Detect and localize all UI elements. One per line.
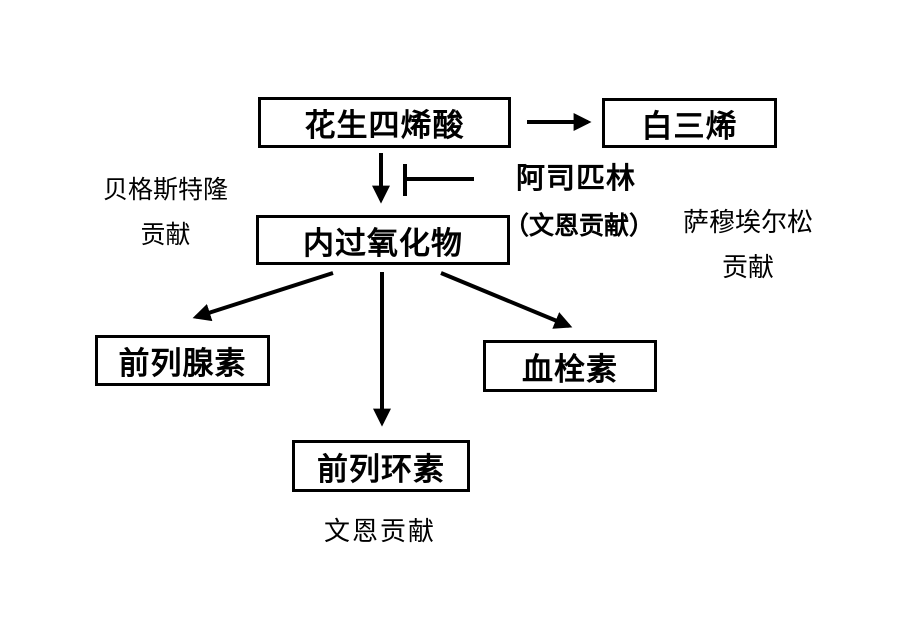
- node-prostaglandin-label: 前列腺素: [118, 346, 247, 381]
- node-prostaglandin: 前列腺素: [95, 335, 270, 386]
- node-prostacyclin-label: 前列环素: [317, 451, 445, 487]
- arrow-endoperoxide-to-prostaglandin: [192, 271, 334, 322]
- node-arachidonic-acid-label: 花生四烯酸: [304, 108, 465, 143]
- arrow-endoperoxide-to-thromboxane: [440, 271, 573, 329]
- node-endoperoxide-label: 内过氧化物: [303, 225, 463, 261]
- label-samuelsson-role: 贡献: [721, 253, 774, 282]
- label-samuelsson-name: 萨穆埃尔松: [682, 208, 813, 237]
- inhibition-tbar: [403, 164, 474, 196]
- node-endoperoxide: 内过氧化物: [256, 215, 510, 265]
- label-bergstrom-name: 贝格斯特隆: [102, 177, 228, 204]
- label-vane-contribution-bottom: 文恩贡献: [324, 517, 437, 546]
- label-vane-contribution-inline: （文恩贡献）: [504, 213, 655, 240]
- node-arachidonic-acid: 花生四烯酸: [258, 97, 511, 148]
- node-thromboxane-label: 血栓素: [522, 351, 618, 387]
- node-prostacyclin: 前列环素: [292, 440, 470, 492]
- label-samuelsson-contribution: 萨穆埃尔松 贡献: [663, 200, 833, 290]
- node-leukotriene: 白三烯: [602, 98, 777, 148]
- label-aspirin: 阿司匹林: [516, 163, 637, 195]
- node-thromboxane: 血栓素: [483, 340, 657, 392]
- label-bergstrom-contribution: 贝格斯特隆 贡献: [88, 168, 243, 258]
- node-leukotriene-label: 白三烯: [641, 108, 738, 144]
- label-bergstrom-role: 贡献: [140, 222, 191, 249]
